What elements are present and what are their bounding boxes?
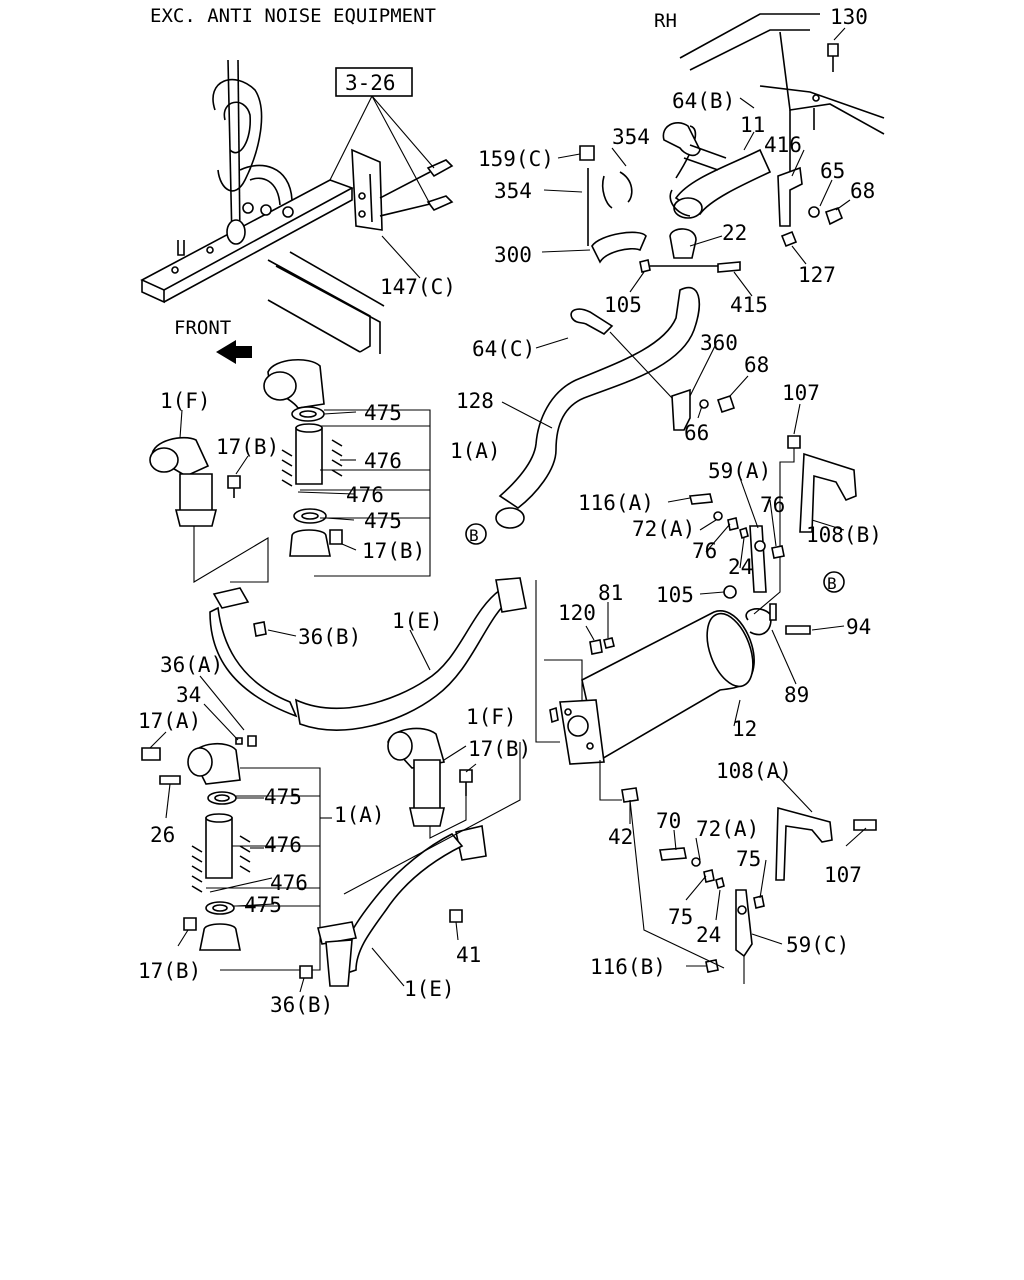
callout-476-1: 476: [364, 449, 402, 473]
callout-1e-lower: 1(E): [404, 977, 455, 1001]
callout-17b-4: 17(B): [138, 959, 201, 983]
reference-box-label: 3-26: [345, 71, 396, 95]
callout-107-upper: 107: [782, 381, 820, 405]
callout-476-3: 476: [264, 833, 302, 857]
callout-354-lower: 354: [494, 179, 532, 203]
callout-75-left: 75: [668, 905, 693, 929]
callout-360: 360: [700, 331, 738, 355]
upper-flex-joint: [149, 358, 431, 583]
ref-b-marker-2: B: [823, 571, 845, 593]
callout-476-2: 476: [346, 483, 384, 507]
leader-lines: [149, 27, 867, 993]
callout-354-upper: 354: [612, 125, 650, 149]
callout-89: 89: [784, 683, 809, 707]
svg-text:B: B: [827, 574, 837, 593]
callout-17a: 17(A): [138, 709, 201, 733]
callout-1a-lower: 1(A): [334, 803, 385, 827]
callout-34: 34: [176, 683, 201, 707]
callout-416: 416: [764, 133, 802, 157]
tail-pipe-assembly: [579, 122, 844, 273]
callout-107-lower: 107: [824, 863, 862, 887]
reference-box: 3-26: [329, 67, 435, 205]
callout-41: 41: [456, 943, 481, 967]
callout-81: 81: [598, 581, 623, 605]
callout-68-middle: 68: [744, 353, 769, 377]
callout-475-4: 475: [244, 893, 282, 917]
callout-26: 26: [150, 823, 175, 847]
callout-59c: 59(C): [786, 933, 849, 957]
callout-64c: 64(C): [472, 337, 535, 361]
front-pipe-lower: [299, 742, 521, 987]
callout-labels: 130 64(B) 11 416 65 68 127 22 415 105 15…: [138, 5, 882, 1017]
callout-127: 127: [798, 263, 836, 287]
front-arrow: FRONT: [174, 317, 252, 364]
callout-22: 22: [722, 221, 747, 245]
callout-76-left: 76: [692, 539, 717, 563]
diagram-title: EXC. ANTI NOISE EQUIPMENT: [150, 5, 436, 27]
callout-17b-2: 17(B): [362, 539, 425, 563]
callout-42: 42: [608, 825, 633, 849]
callout-108b: 108(B): [806, 523, 882, 547]
callout-11: 11: [740, 113, 765, 137]
callout-105-middle: 105: [656, 583, 694, 607]
callout-12: 12: [732, 717, 757, 741]
callout-1a-upper: 1(A): [450, 439, 501, 463]
front-pipe-upper: [209, 577, 527, 731]
callout-116b: 116(B): [590, 955, 666, 979]
hanger-upper: [688, 435, 857, 615]
ref-b-marker-1: B: [465, 523, 487, 545]
callout-76-right: 76: [760, 493, 785, 517]
callout-1f-lower: 1(F): [466, 705, 517, 729]
muffler: [535, 580, 811, 803]
hanger-lower: [629, 799, 877, 984]
callout-475-2: 475: [364, 509, 402, 533]
svg-text:B: B: [469, 526, 479, 545]
callout-128: 128: [456, 389, 494, 413]
callout-59a: 59(A): [708, 459, 771, 483]
callout-147c: 147(C): [380, 275, 456, 299]
callout-36b-lower: 36(B): [270, 993, 333, 1017]
callout-72a-upper: 72(A): [632, 517, 695, 541]
callout-415: 415: [730, 293, 768, 317]
callout-159c: 159(C): [478, 147, 554, 171]
callout-105-upper: 105: [604, 293, 642, 317]
center-pipe: [495, 286, 736, 529]
callout-475-3: 475: [264, 785, 302, 809]
callout-475-1: 475: [364, 401, 402, 425]
frame-bracket-assembly: [140, 59, 454, 354]
side-indicator: RH: [654, 10, 677, 32]
callout-1e-upper: 1(E): [392, 609, 443, 633]
callout-476-4: 476: [270, 871, 308, 895]
callout-36b-upper: 36(B): [298, 625, 361, 649]
callout-17b-3: 17(B): [468, 737, 531, 761]
callout-75-right: 75: [736, 847, 761, 871]
callout-65: 65: [820, 159, 845, 183]
callout-94: 94: [846, 615, 871, 639]
callout-36a: 36(A): [160, 653, 223, 677]
callout-72a-lower: 72(A): [696, 817, 759, 841]
callout-24-upper: 24: [728, 555, 753, 579]
callout-108a: 108(A): [716, 759, 792, 783]
lower-flex-joint: [141, 727, 473, 971]
rh-frame: [679, 13, 885, 180]
callout-130: 130: [830, 5, 868, 29]
callout-120: 120: [558, 601, 596, 625]
callout-1f-upper: 1(F): [160, 389, 211, 413]
callout-17b-1: 17(B): [216, 435, 279, 459]
callout-68-upper: 68: [850, 179, 875, 203]
callout-24-lower: 24: [696, 923, 721, 947]
callout-66: 66: [684, 421, 709, 445]
callout-64b: 64(B): [672, 89, 735, 113]
front-label: FRONT: [174, 317, 231, 339]
callout-70: 70: [656, 809, 681, 833]
callout-300: 300: [494, 243, 532, 267]
callout-116a: 116(A): [578, 491, 654, 515]
